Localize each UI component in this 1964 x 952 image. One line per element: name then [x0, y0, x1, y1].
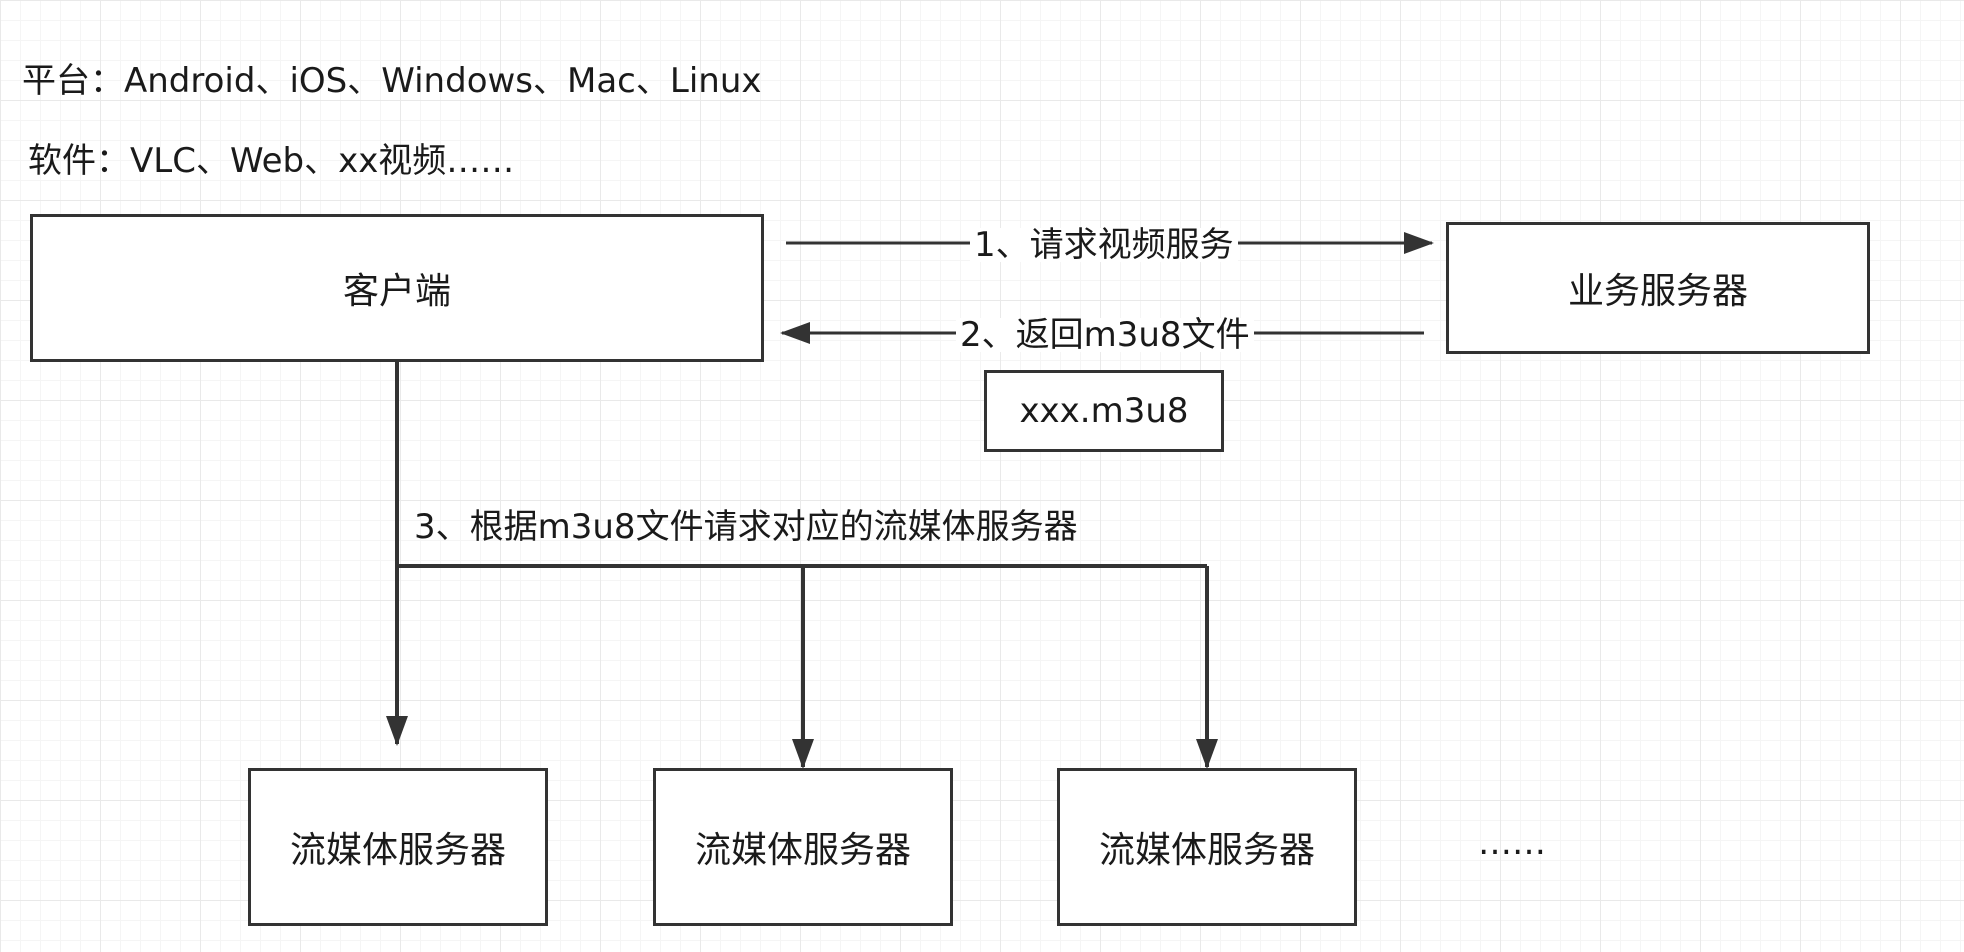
label-return-m3u8: 2、返回m3u8文件: [956, 318, 1254, 352]
m3u8-file-node: xxx.m3u8: [984, 370, 1224, 452]
label-request-video-service: 1、请求视频服务: [970, 228, 1238, 262]
client-node: 客户端: [30, 214, 764, 362]
business-server-node: 业务服务器: [1446, 222, 1870, 354]
platforms-note: 平台：Android、iOS、Windows、Mac、Linux: [22, 61, 762, 101]
streaming-server-node-3: 流媒体服务器: [1057, 768, 1357, 926]
streaming-server-node-1: 流媒体服务器: [248, 768, 548, 926]
software-note: 软件：VLC、Web、xx视频……: [28, 141, 515, 181]
label-request-streaming: 3、根据m3u8文件请求对应的流媒体服务器: [414, 507, 1078, 547]
more-servers-ellipsis: ……: [1478, 823, 1546, 863]
streaming-server-node-2: 流媒体服务器: [653, 768, 953, 926]
